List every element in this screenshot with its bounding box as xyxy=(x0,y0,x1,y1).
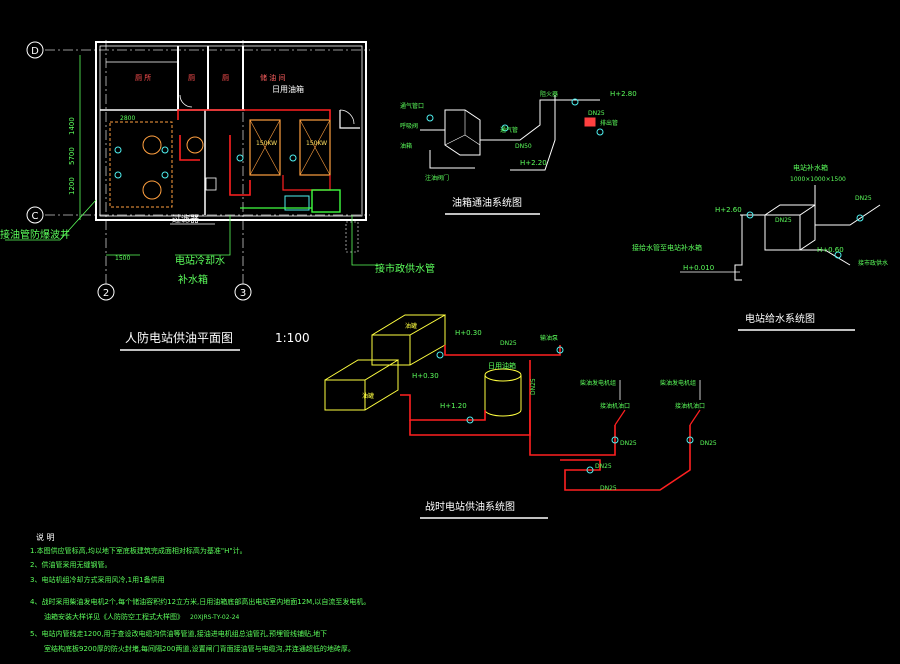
oil-dn25b: DN25 xyxy=(530,378,537,395)
supply-tank-label: 补水箱 xyxy=(178,273,208,286)
svg-text:厕: 厕 xyxy=(188,74,195,82)
notes-heading: 说 明 xyxy=(36,532,55,542)
grid-label-d: D xyxy=(31,46,39,57)
unit-label-1: 150KW xyxy=(256,140,277,147)
oil-room-label: 储 油 间 xyxy=(260,73,285,82)
grid-label-3: 3 xyxy=(240,288,246,299)
grid-bubble-2 xyxy=(97,283,115,301)
svg-text:通气管口: 通气管口 xyxy=(400,102,424,110)
note-2: 2、供油管采用无缝钢管。 xyxy=(30,560,111,569)
svg-text:接给水管至电站补水箱: 接给水管至电站补水箱 xyxy=(632,243,702,252)
generator-area xyxy=(109,121,173,208)
dim-1500: 1500 xyxy=(115,255,130,262)
grid-bubble-d xyxy=(26,41,44,59)
water-supply-diagram: H+2.60 H+0.60 H+0.010 DN25 DN25 电站补水箱 10… xyxy=(632,163,888,331)
supply-tank-plan xyxy=(311,189,341,213)
note-3: 3、电站机组冷却方式采用风冷,1用1备供用 xyxy=(30,575,165,584)
filter-label: 过滤器 xyxy=(172,213,199,225)
svg-text:呼吸阀: 呼吸阀 xyxy=(400,122,418,130)
dim-1400: 1400 xyxy=(68,117,76,135)
day-tank-2 xyxy=(299,119,331,176)
oil-tank-b-label: 油罐 xyxy=(362,392,374,400)
oil-tank-a-label: 油罐 xyxy=(405,322,417,330)
svg-text:油箱: 油箱 xyxy=(400,142,412,150)
oil-h030b: H+0.30 xyxy=(412,372,439,380)
note-4c: 20XJRS-TY-02-24 xyxy=(190,614,240,621)
svg-text:排出管: 排出管 xyxy=(600,119,618,127)
oil-h120: H+1.20 xyxy=(440,402,467,410)
grid-label-c: C xyxy=(32,211,39,222)
svg-text:接油机油口: 接油机油口 xyxy=(600,402,630,410)
svg-text:厕 所: 厕 所 xyxy=(135,73,151,82)
oil-dn25d: DN25 xyxy=(700,440,717,447)
plan-scale: 1:100 xyxy=(275,331,310,345)
grid-bubble-3 xyxy=(234,283,252,301)
svg-text:柴油发电机组: 柴油发电机组 xyxy=(660,379,696,387)
oil-title: 战时电站供油系统图 xyxy=(425,500,515,513)
vent-system-diagram: 通气管口 呼吸阀 油箱 注油阀门 通气管 阻火器 排出管 H+2.80 H+2.… xyxy=(400,90,637,215)
vent-title: 油箱通油系统图 xyxy=(452,196,522,209)
note-5: 5、电站内管线走1200,用于查设改电缆沟供油等管道,接油进电机组总油管孔,预埋… xyxy=(30,629,327,638)
note-5b: 室结构底板9200厚的防火封堵,每间隔200两道,设置闸门背面接油管与电缆沟,并… xyxy=(44,644,355,653)
water-dn25b: DN25 xyxy=(775,217,792,224)
oil-supply-diagram: 油罐 油罐 日用油箱 H+0.30 H+0.30 H+1.20 DN25 DN2… xyxy=(324,314,717,519)
svg-text:柴油发电机组: 柴油发电机组 xyxy=(580,379,616,387)
day-tank-1 xyxy=(249,119,281,176)
svg-text:通气管: 通气管 xyxy=(500,126,518,134)
water-tank-size: 1000×1000×1500 xyxy=(790,176,846,183)
svg-text:阻火器: 阻火器 xyxy=(540,90,558,98)
water-h260: H+2.60 xyxy=(715,206,742,214)
vent-dn50: DN50 xyxy=(515,143,532,150)
day-tank-label: 日用油箱 xyxy=(272,84,304,94)
oil-dn25f: DN25 xyxy=(600,485,617,492)
note-4b: 油箱安装大样详见《人防防空工程式大样图》 xyxy=(44,612,184,621)
notes-block: 说 明 1.本图供应管标高,均以地下室底板建筑完成面相对标高为基准"H"计。 2… xyxy=(30,532,370,653)
vent-h220: H+2.20 xyxy=(520,159,547,167)
water-dn25: DN25 xyxy=(855,195,872,202)
water-h060: H+0.60 xyxy=(817,246,844,254)
oil-dn25e: DN25 xyxy=(595,463,612,470)
grid-label-2: 2 xyxy=(103,288,109,299)
vent-h280: H+2.80 xyxy=(610,90,637,98)
oil-well-label: 接油管防爆波井 xyxy=(0,228,70,241)
note-1: 1.本图供应管标高,均以地下室底板建筑完成面相对标高为基准"H"计。 xyxy=(30,546,247,555)
power-station-plan: D C 2 3 厕 所 厕 厕 储 油 间 日用油箱 150KW xyxy=(0,40,435,351)
water-tank-label: 电站补水箱 xyxy=(793,163,828,172)
outer-wall xyxy=(95,41,367,221)
oil-dn25c: DN25 xyxy=(620,440,637,447)
cooling-water-label: 电站冷却水 xyxy=(175,254,225,267)
oil-h030: H+0.30 xyxy=(455,329,482,337)
unit-label-2: 150KW xyxy=(306,140,327,147)
oil-dn25a: DN25 xyxy=(500,340,517,347)
oil-day-tank-label: 日用油箱 xyxy=(488,361,516,370)
vent-dn25: DN25 xyxy=(588,110,605,117)
water-title: 电站给水系统图 xyxy=(745,312,815,325)
svg-text:厕: 厕 xyxy=(222,74,229,82)
svg-text:输油泵: 输油泵 xyxy=(540,334,558,342)
grid-bubble-c xyxy=(26,206,44,224)
water-h0010: H+0.010 xyxy=(683,264,714,272)
municipal-water-label: 接市政供水管 xyxy=(375,262,435,275)
note-4: 4、战时采用柴油发电机2个,每个储油容积约12立方米,日用油箱底部高出电站室内地… xyxy=(30,597,370,606)
dim-2800: 2800 xyxy=(120,115,135,122)
dim-5700: 5700 xyxy=(68,147,76,165)
dim-1200: 1200 xyxy=(68,177,76,195)
svg-text:接油机油口: 接油机油口 xyxy=(675,402,705,410)
svg-text:注油阀门: 注油阀门 xyxy=(425,174,449,182)
plan-title: 人防电站供油平面图 xyxy=(125,330,233,345)
svg-text:接市政供水: 接市政供水 xyxy=(858,259,888,267)
